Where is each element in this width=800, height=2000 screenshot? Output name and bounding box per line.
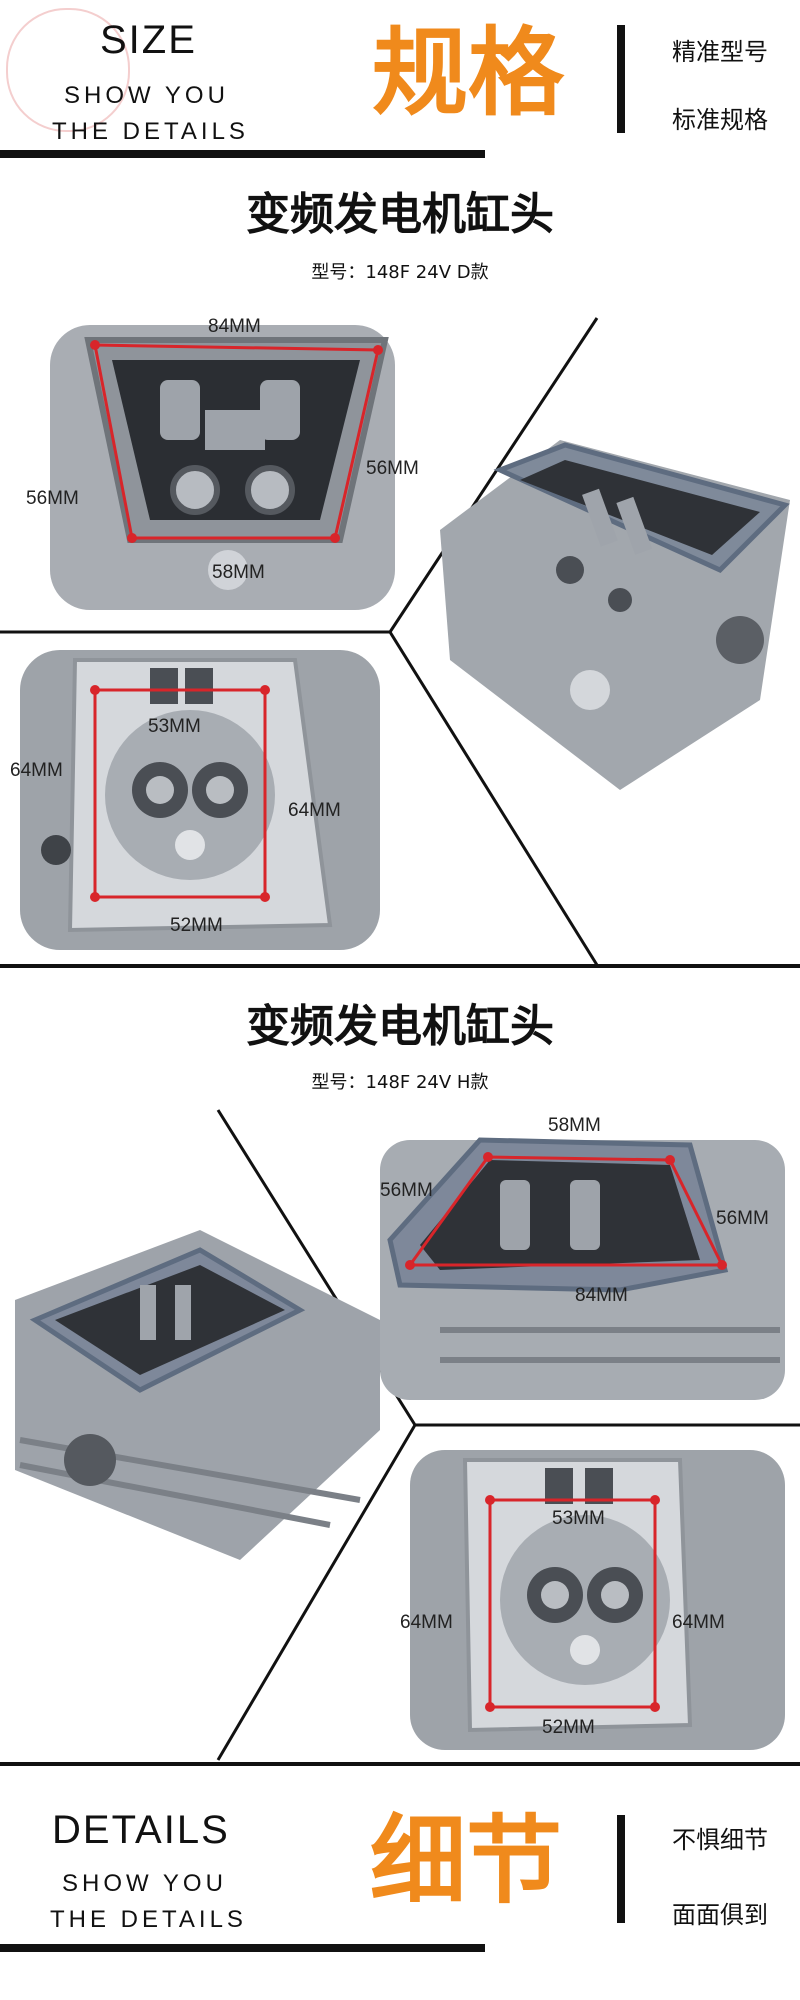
d-bottom-dim-bottom: 52MM — [170, 915, 223, 936]
h-bottom-dim-left: 64MM — [400, 1612, 453, 1633]
h-bottom-dim-right: 64MM — [672, 1612, 725, 1633]
bottom-header-divider — [617, 1815, 625, 1923]
h-bottom-dim-bottom: 52MM — [542, 1717, 595, 1738]
d-top-dim-left: 56MM — [26, 488, 79, 509]
d-bottom-dim-left: 64MM — [10, 760, 63, 781]
d-bottom-dim-top: 53MM — [148, 716, 201, 737]
d-bottom-dim-right: 64MM — [288, 800, 341, 821]
bottom-underline — [0, 1944, 485, 1952]
section-h-model: 型号：148F 24V H款 — [311, 1072, 489, 1093]
d-top-dim-bottom: 58MM — [212, 562, 265, 583]
size-label: SIZE — [100, 18, 197, 62]
section-h-title: 变频发电机缸头 — [246, 1001, 554, 1052]
bottom-show-you-line2: THE DETAILS — [50, 1906, 247, 1933]
h-top-view-image — [380, 1137, 785, 1400]
h-bottom-view-image — [410, 1450, 785, 1750]
h-top-dim-bottom: 84MM — [575, 1285, 628, 1306]
section-d-model: 型号：148F 24V D款 — [311, 262, 489, 283]
h-angled-view-image — [15, 1230, 380, 1560]
spec-title: 规格 — [372, 17, 564, 129]
h-bottom-dim-top: 53MM — [552, 1508, 605, 1529]
show-you-line1: SHOW YOU — [64, 82, 229, 109]
section-d-title: 变频发电机缸头 — [246, 189, 554, 240]
bottom-show-you-line1: SHOW YOU — [62, 1870, 227, 1897]
watermark-logo — [6, 8, 130, 132]
h-top-dim-right: 56MM — [716, 1208, 769, 1229]
d-top-dim-top: 84MM — [208, 316, 261, 337]
details-label: DETAILS — [52, 1808, 230, 1852]
header-underline — [0, 150, 485, 158]
side-text-2: 标准规格 — [672, 106, 768, 134]
bottom-side-text-1: 不惧细节 — [672, 1826, 768, 1854]
h-top-dim-left: 56MM — [380, 1180, 433, 1201]
h-top-dim-top: 58MM — [548, 1115, 601, 1136]
header-divider — [617, 25, 625, 133]
show-you-line2: THE DETAILS — [52, 118, 249, 145]
d-angled-view-image — [440, 440, 790, 790]
side-text-1: 精准型号 — [672, 38, 768, 66]
details-title: 细节 — [370, 1805, 562, 1917]
bottom-side-text-2: 面面俱到 — [672, 1901, 768, 1929]
d-top-dim-right: 56MM — [366, 458, 419, 479]
